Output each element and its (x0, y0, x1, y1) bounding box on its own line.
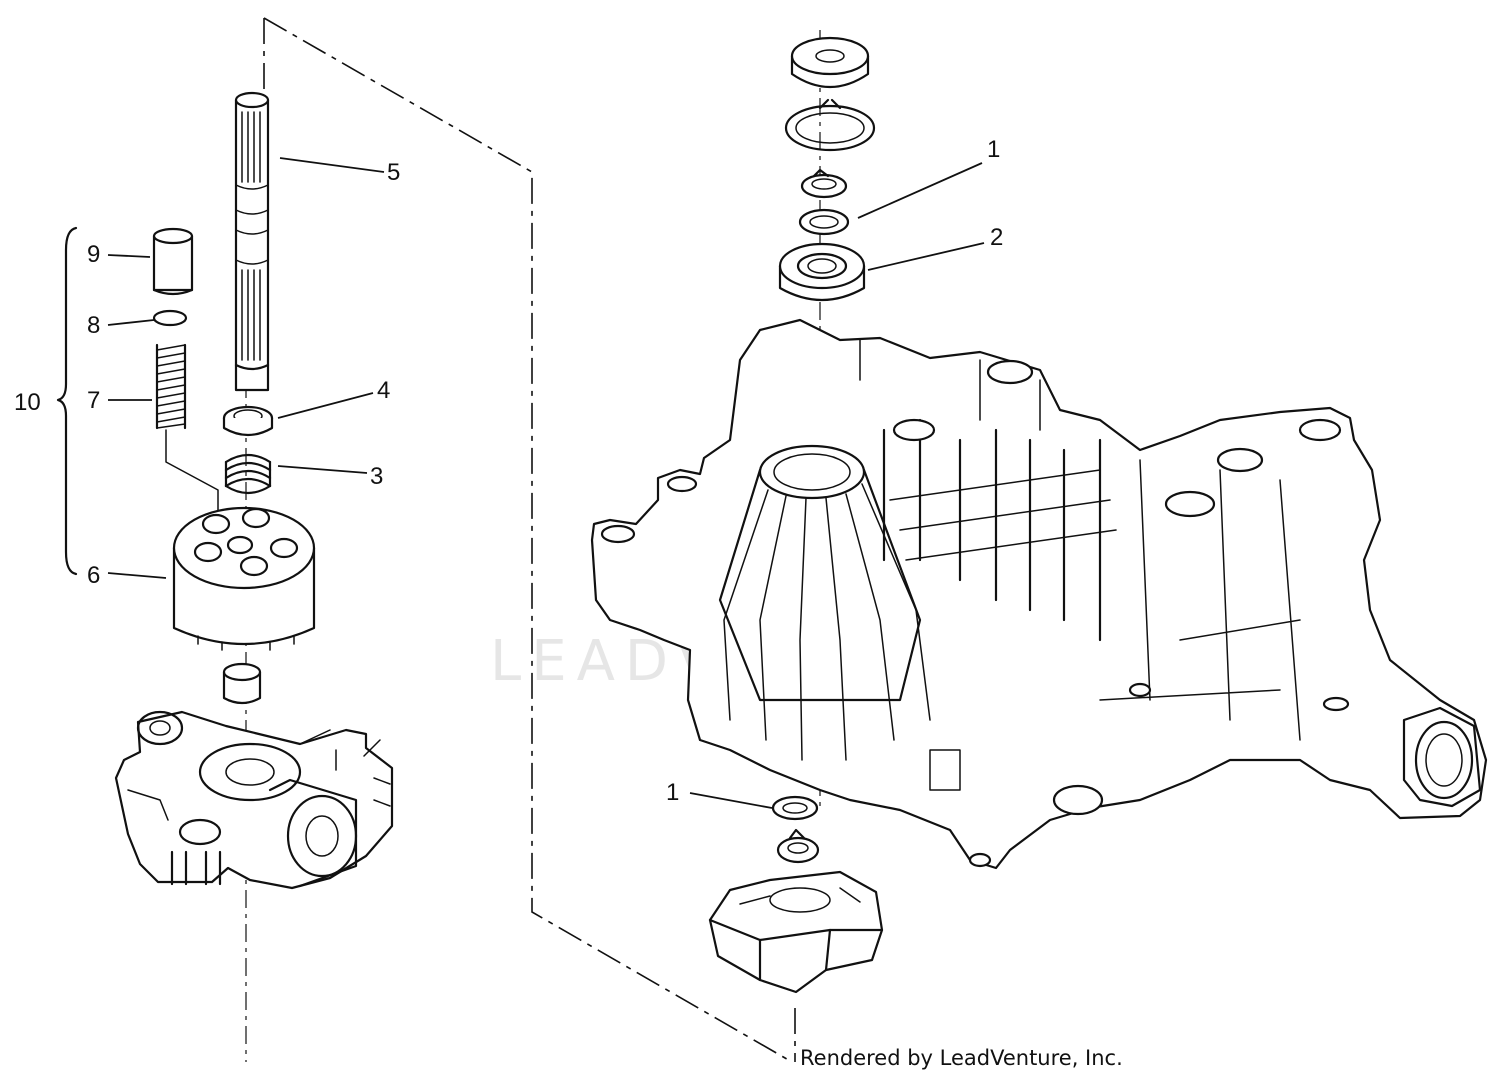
transaxle-housing (590, 318, 1488, 870)
part-9-piston (152, 227, 194, 296)
center-section-block (708, 870, 884, 994)
callout-8: 8 (87, 312, 100, 339)
group-10-bracket (56, 226, 78, 576)
callout-6: 6 (87, 562, 100, 589)
callout-9: 9 (87, 241, 100, 268)
assembly-path-lines (263, 17, 796, 1063)
callout-labels: 1 2 1 3 4 5 6 7 8 9 10 (14, 136, 1003, 806)
part-7-spring (155, 343, 219, 519)
part-1-top-washer (798, 208, 850, 236)
callout-4: 4 (377, 377, 390, 404)
pump-end-cap (114, 710, 394, 890)
coupling-sleeve (222, 662, 262, 705)
callout-1-bottom: 1 (666, 779, 679, 806)
top-seal-cap (790, 36, 870, 89)
part-4-retaining-ring (222, 405, 274, 437)
callout-7: 7 (87, 387, 100, 414)
lower-retaining-ring (776, 828, 820, 864)
right-callout-leaders (689, 162, 985, 809)
part-2-bearing (778, 242, 866, 302)
callout-5: 5 (387, 159, 400, 186)
callout-10: 10 (14, 389, 41, 416)
callout-3: 3 (370, 463, 383, 490)
left-callout-leaders (107, 157, 385, 579)
snap-ring-large (784, 98, 876, 152)
credit-text: Rendered by LeadVenture, Inc. (800, 1046, 1123, 1070)
part-1-bottom-washer (771, 795, 819, 821)
small-retaining-ring (800, 168, 848, 199)
part-6-cylinder-block (172, 506, 316, 651)
callout-1-top: 1 (987, 136, 1000, 163)
part-3-spring (224, 453, 272, 495)
part-8-washer (152, 309, 188, 327)
callout-2: 2 (990, 224, 1003, 251)
